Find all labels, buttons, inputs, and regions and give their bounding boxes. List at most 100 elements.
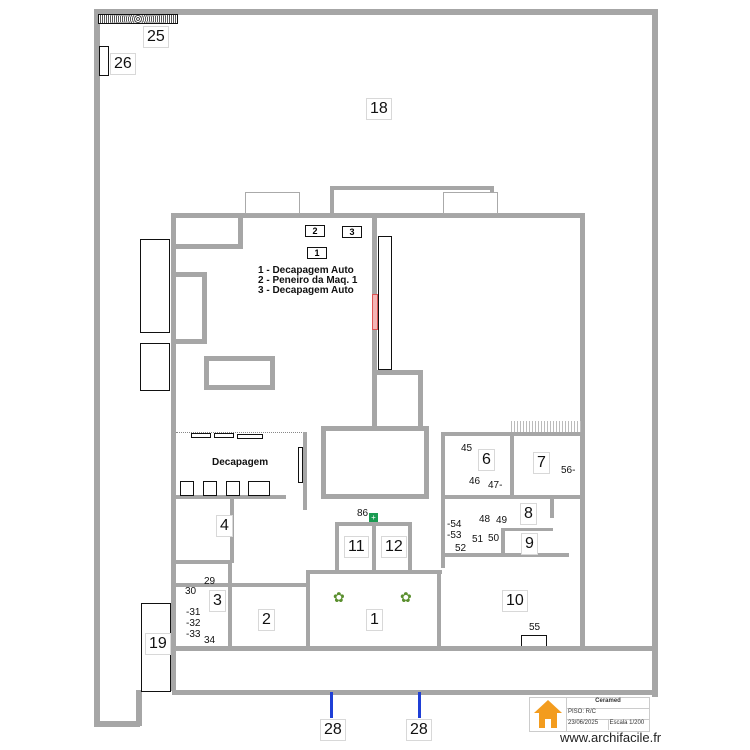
room-label-19: 19 (145, 633, 171, 655)
wall (171, 495, 286, 499)
machine (298, 447, 303, 483)
wall (171, 339, 207, 344)
wall (441, 553, 569, 557)
wall (372, 370, 422, 375)
wall (171, 583, 307, 587)
room-label-4: 4 (216, 515, 233, 537)
room-label-12: 12 (381, 536, 407, 558)
plant-left: ✿ (333, 589, 345, 605)
room-label-26: 26 (110, 53, 136, 75)
conveyor-rail (378, 236, 392, 370)
title-company: Ceramed (567, 698, 649, 709)
machine (237, 434, 263, 439)
title-row: 23/06/2025 Escala 1/200 (567, 720, 649, 730)
machine-3: 3 (342, 226, 362, 238)
decapagem-dotted-top (176, 432, 304, 433)
block-26 (99, 46, 109, 76)
wall (501, 528, 553, 531)
wall (321, 426, 326, 498)
marker-54: -54 (447, 519, 462, 530)
wall (335, 522, 339, 572)
marker-48: 48 (479, 514, 491, 525)
marker-31: -31 (186, 607, 201, 618)
wall (321, 494, 429, 499)
machine (203, 481, 217, 496)
wall (171, 560, 231, 564)
room-label-25: 25 (143, 26, 169, 48)
marker-34: 34 (204, 635, 216, 646)
wall (441, 495, 585, 499)
machine (248, 481, 270, 496)
bldg-bottom-wall (171, 646, 585, 651)
wall (228, 562, 232, 586)
room-label-2: 2 (258, 609, 275, 631)
machine-1-label: 1 (314, 248, 320, 258)
room-label-8: 8 (520, 503, 537, 525)
marker-86: 86 (357, 508, 369, 519)
wall (204, 385, 275, 390)
machine (214, 433, 234, 438)
legend-item-2: 2 - Peneiro da Maq. 1 (258, 275, 358, 286)
title-scale: Escala 1/200 (609, 720, 645, 726)
room-label-10: 10 (502, 590, 528, 612)
watermark[interactable]: www.archifacile.fr (560, 730, 662, 745)
room-label-28a: 28 (320, 719, 346, 741)
room-label-3: 3 (209, 590, 226, 612)
wall (306, 570, 442, 574)
machine (191, 433, 211, 438)
room-label-9: 9 (521, 533, 538, 555)
outer-wall-left (94, 9, 100, 727)
wall (204, 356, 209, 389)
wall (437, 570, 441, 650)
wall (306, 570, 310, 650)
marker-50: 50 (488, 533, 500, 544)
rack-25 (98, 14, 178, 24)
wall (202, 272, 207, 342)
bldg-left-wall (171, 213, 176, 691)
machine-3-label: 3 (349, 227, 355, 237)
marker-46: 46 (469, 476, 481, 487)
room-label-28b: 28 (406, 719, 432, 741)
top-bump-wall (330, 186, 334, 216)
marker-55: 55 (529, 622, 541, 633)
wall (408, 522, 412, 572)
wall (204, 356, 274, 361)
outer-wall-bottom (172, 690, 658, 695)
marker-line-28b (418, 692, 421, 718)
room-label-7: 7 (533, 452, 550, 474)
marker-32: -32 (186, 618, 201, 629)
wall (171, 272, 207, 277)
wall (270, 356, 275, 389)
wall (418, 370, 423, 426)
marker-56: 56- (561, 465, 576, 476)
room-label-6: 6 (478, 449, 495, 471)
outer-wall-top (94, 9, 658, 15)
top-bump-wall-t (330, 186, 494, 190)
top-window-left (245, 192, 300, 214)
wall (510, 432, 514, 498)
machine-2-label: 2 (312, 226, 318, 236)
plant-right: ✿ (400, 589, 412, 605)
outer-wall-bottom-step (136, 690, 142, 726)
marker-45: 45 (461, 443, 473, 454)
title-floor: PISO: R/C (567, 709, 649, 720)
wall (171, 244, 243, 249)
wall (424, 426, 429, 498)
logo-house-icon (529, 697, 567, 732)
exit-sign: + (369, 513, 378, 522)
external-block-b (140, 343, 170, 391)
title-block: Ceramed PISO: R/C 23/06/2025 Escala 1/20… (566, 697, 650, 732)
top-window-right (443, 192, 498, 214)
wall (238, 213, 243, 249)
area-label-decapagem: Decapagem (212, 457, 269, 468)
wall (228, 583, 232, 648)
machine-legend: 1 - Decapagem Auto 2 - Peneiro da Maq. 1… (258, 266, 357, 296)
wall (303, 432, 307, 510)
marker-53: -53 (447, 530, 462, 541)
marker-52: 52 (455, 543, 467, 554)
outer-wall-right (652, 9, 658, 697)
machine (226, 481, 240, 496)
marker-29: 29 (204, 576, 216, 587)
legend-item-3: 3 - Decapagem Auto (258, 285, 354, 296)
marker-30: 30 (185, 586, 197, 597)
